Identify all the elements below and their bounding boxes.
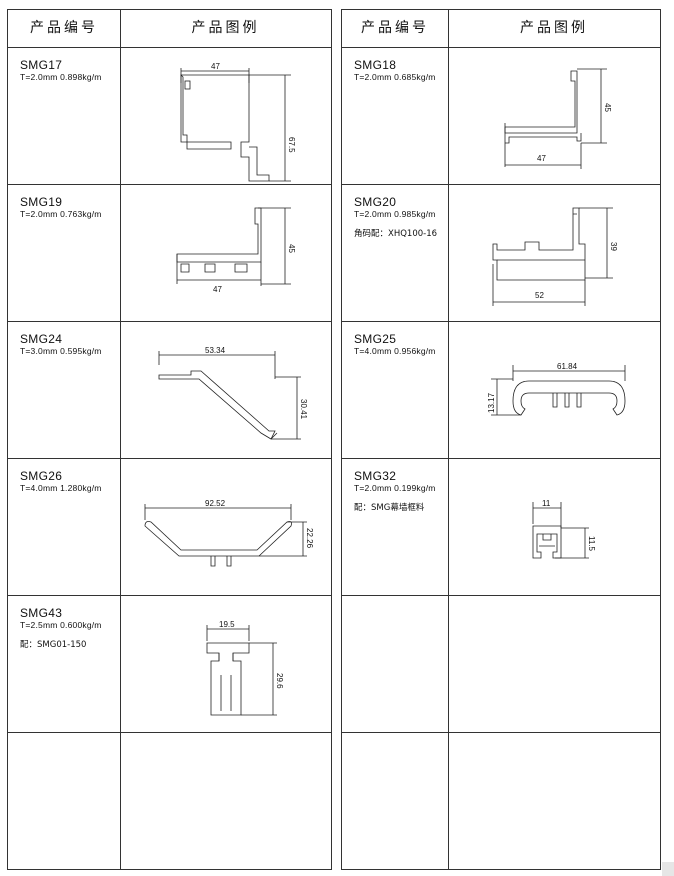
table-row: SMG25 T=4.0mm 0.956kg/m 61.84 13.17 (342, 321, 660, 459)
product-code: SMG17 (20, 58, 63, 72)
dim-width: 19.5 (219, 620, 235, 629)
dim-height: 45 (603, 103, 612, 112)
dim-width: 52 (535, 291, 544, 300)
product-code: SMG18 (354, 58, 397, 72)
dim-height: 45 (287, 244, 296, 253)
header-product-figure: 产品图例 (520, 20, 588, 36)
product-info: SMG20 T=2.0mm 0.985kg/m 角码配：XHQ100-16 (342, 184, 454, 321)
dim-width: 47 (211, 62, 220, 71)
dim-width: 53.34 (205, 346, 226, 355)
right-catalog-table: 产品编号 产品图例 SMG18 T=2.0mm 0.685kg/m 45 47 … (341, 9, 661, 870)
table-row-empty (8, 732, 331, 869)
product-spec: T=2.0mm 0.763kg/m (20, 209, 102, 219)
product-spec: T=3.0mm 0.595kg/m (20, 346, 102, 356)
product-info: SMG17 T=2.0mm 0.898kg/m (8, 47, 120, 184)
product-spec: T=2.0mm 0.898kg/m (20, 72, 102, 82)
profile-drawing-smg20: 39 52 (492, 207, 618, 306)
product-spec: T=2.0mm 0.199kg/m (354, 483, 436, 493)
product-spec: T=2.0mm 0.985kg/m (354, 209, 436, 219)
product-info (342, 595, 454, 732)
table-row: SMG24 T=3.0mm 0.595kg/m 53.34 30.41 (8, 321, 331, 459)
table-row-empty (342, 732, 660, 869)
table-row-empty (342, 595, 660, 733)
profile-drawing-smg19: 45 47 (176, 207, 296, 294)
profile-drawing-smg24: 53.34 30.41 (158, 346, 308, 440)
dim-width: 47 (537, 154, 546, 163)
table-row: SMG20 T=2.0mm 0.985kg/m 角码配：XHQ100-16 39… (342, 184, 660, 322)
profile-drawing-smg25: 61.84 13.17 (487, 362, 626, 416)
product-info: SMG25 T=4.0mm 0.956kg/m (342, 321, 454, 458)
profile-drawing-smg26: 92.52 22.26 (144, 499, 314, 567)
profile-drawing-smg32: 11 11.5 (532, 499, 596, 559)
product-info (8, 732, 120, 869)
dim-height: 13.17 (487, 392, 496, 413)
dim-height: 67.5 (287, 137, 296, 153)
product-info (342, 732, 454, 869)
product-code: SMG19 (20, 195, 63, 209)
table-row: SMG17 T=2.0mm 0.898kg/m 47 67.5 (8, 47, 331, 185)
product-spec: T=4.0mm 0.956kg/m (354, 346, 436, 356)
header-product-code: 产品编号 (30, 20, 98, 36)
product-info: SMG32 T=2.0mm 0.199kg/m 配：SMG幕墙框料 (342, 458, 454, 595)
dim-width: 11 (542, 499, 551, 508)
product-info: SMG18 T=2.0mm 0.685kg/m (342, 47, 454, 184)
product-note: 角码配：XHQ100-16 (354, 229, 438, 239)
product-spec: T=2.0mm 0.685kg/m (354, 72, 436, 82)
profile-drawing-smg43: 19.5 29.6 (206, 620, 284, 716)
product-code: SMG32 (354, 469, 397, 483)
table-row: SMG19 T=2.0mm 0.763kg/m 45 47 (8, 184, 331, 322)
profile-drawing-smg18: 45 47 (504, 68, 612, 169)
product-code: SMG20 (354, 195, 397, 209)
dim-height: 22.26 (305, 528, 314, 549)
page-corner-tab (662, 862, 674, 876)
product-spec: T=4.0mm 1.280kg/m (20, 483, 102, 493)
product-code: SMG43 (20, 606, 63, 620)
header-product-figure: 产品图例 (191, 20, 260, 36)
table-row: SMG32 T=2.0mm 0.199kg/m 配：SMG幕墙框料 11 11.… (342, 458, 660, 596)
product-note: 配：SMG01-150 (20, 640, 87, 650)
product-info: SMG24 T=3.0mm 0.595kg/m (8, 321, 120, 458)
header-product-code: 产品编号 (361, 20, 429, 36)
table-row: SMG26 T=4.0mm 1.280kg/m 92.52 22.26 (8, 458, 331, 596)
dim-width: 61.84 (557, 362, 578, 371)
product-spec: T=2.5mm 0.600kg/m (20, 620, 102, 630)
column-divider (448, 10, 449, 869)
dim-width: 47 (213, 285, 222, 294)
product-code: SMG25 (354, 332, 397, 346)
table-row: SMG43 T=2.5mm 0.600kg/m 配：SMG01-150 19.5… (8, 595, 331, 733)
dim-height: 39 (609, 242, 618, 251)
right-table-header: 产品编号 产品图例 (342, 10, 660, 48)
dim-height: 30.41 (299, 399, 308, 420)
product-info: SMG26 T=4.0mm 1.280kg/m (8, 458, 120, 595)
dim-height: 11.5 (587, 536, 596, 552)
profile-drawing-smg17: 47 67.5 (180, 62, 296, 182)
column-divider (120, 10, 121, 869)
left-catalog-table: 产品编号 产品图例 SMG17 T=2.0mm 0.898kg/m 47 67.… (7, 9, 332, 870)
product-code: SMG24 (20, 332, 63, 346)
product-info: SMG43 T=2.5mm 0.600kg/m 配：SMG01-150 (8, 595, 120, 732)
product-note: 配：SMG幕墙框料 (354, 503, 425, 513)
dim-width: 92.52 (205, 499, 226, 508)
dim-height: 29.6 (275, 673, 284, 689)
product-info: SMG19 T=2.0mm 0.763kg/m (8, 184, 120, 321)
product-code: SMG26 (20, 469, 63, 483)
table-row: SMG18 T=2.0mm 0.685kg/m 45 47 (342, 47, 660, 185)
left-table-header: 产品编号 产品图例 (8, 10, 331, 48)
